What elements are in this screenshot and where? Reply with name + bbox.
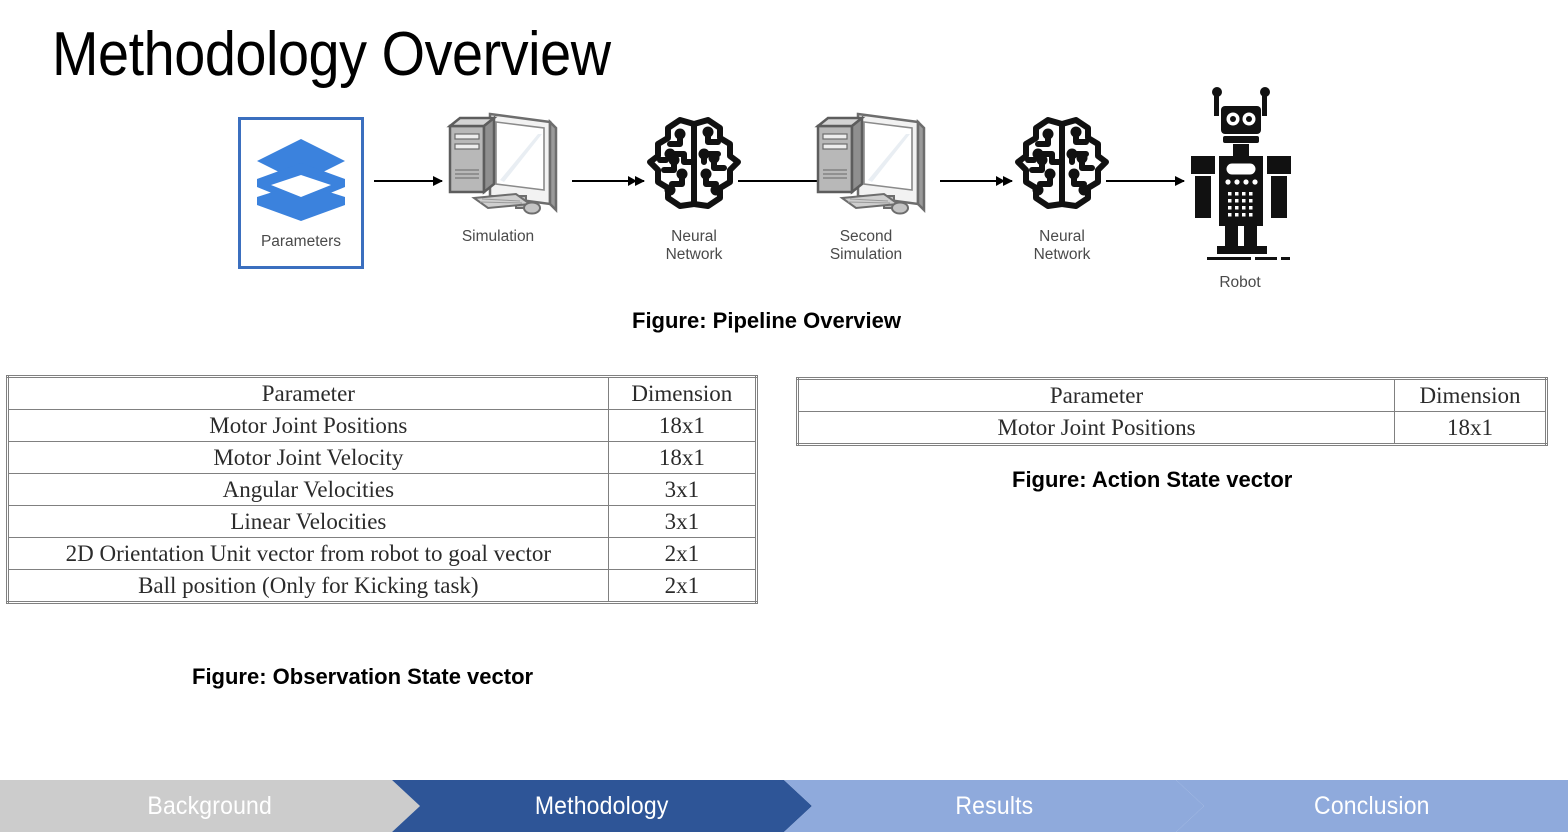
pipeline-stage-label: Neural Network xyxy=(665,228,723,263)
column-header-parameter: Parameter xyxy=(7,376,609,410)
pipeline-stage-neural-network-1: Neural Network xyxy=(626,104,762,264)
cell-dimension: 2x1 xyxy=(607,537,758,570)
table-row: 2D Orientation Unit vector from robot to… xyxy=(7,537,758,570)
table-row: Linear Velocities 3x1 xyxy=(7,505,758,538)
pipeline-arrow-5 xyxy=(1106,176,1185,186)
table-row: Ball position (Only for Kicking task) 2x… xyxy=(7,569,758,603)
cell-dimension: 3x1 xyxy=(607,473,758,506)
cell-dimension: 2x1 xyxy=(607,569,758,603)
nav-label: Background xyxy=(147,791,273,820)
cell-parameter: Motor Joint Positions xyxy=(7,409,609,442)
page-title: Methodology Overview xyxy=(52,20,611,89)
layers-icon xyxy=(253,135,349,223)
pipeline-stage-label: Simulation xyxy=(461,228,535,245)
pipeline-stage-robot: Robot xyxy=(1170,86,1310,292)
pipeline-diagram: Parameters xyxy=(230,87,1350,319)
action-table-caption: Figure: Action State vector xyxy=(1012,467,1293,492)
nav-chevron-conclusion[interactable]: Conclusion xyxy=(1176,780,1568,832)
table-header-row: Parameter Dimension xyxy=(796,378,1547,412)
table-header-row: Parameter Dimension xyxy=(7,376,758,410)
cell-dimension: 18x1 xyxy=(607,441,758,474)
pipeline-arrow-1 xyxy=(374,176,443,186)
pipeline-stage-simulation: Simulation xyxy=(426,104,570,246)
cell-dimension: 18x1 xyxy=(607,409,758,442)
pipeline-arrow-2 xyxy=(572,176,645,186)
cell-parameter: Ball position (Only for Kicking task) xyxy=(7,569,609,603)
column-header-dimension: Dimension xyxy=(607,376,758,410)
nav-chevron-results[interactable]: Results xyxy=(784,780,1204,832)
cell-parameter: Angular Velocities xyxy=(7,473,609,506)
pipeline-stage-second-simulation: Second Simulation xyxy=(794,104,938,264)
cell-dimension: 3x1 xyxy=(607,505,758,538)
pipeline-stage-label: Neural Network xyxy=(1033,228,1091,263)
pipeline-stage-label: Robot xyxy=(1219,274,1261,291)
section-navigation-bar: Background Methodology Results Conclusio… xyxy=(0,780,1568,832)
desktop-computer-icon xyxy=(426,104,570,224)
column-header-parameter: Parameter xyxy=(796,378,1396,412)
pipeline-stage-neural-network-2: Neural Network xyxy=(994,104,1130,264)
pipeline-stage-label: Parameters xyxy=(260,233,342,250)
robot-icon xyxy=(1170,86,1310,262)
nav-chevron-background[interactable]: Background xyxy=(0,780,420,832)
observation-table-caption: Figure: Observation State vector xyxy=(192,664,534,689)
cell-parameter: Motor Joint Velocity xyxy=(7,441,609,474)
desktop-computer-icon xyxy=(794,104,938,224)
table-row: Angular Velocities 3x1 xyxy=(7,473,758,506)
table-row: Motor Joint Velocity 18x1 xyxy=(7,441,758,474)
pipeline-stage-label: Second Simulation xyxy=(829,228,903,263)
pipeline-caption: Figure: Pipeline Overview xyxy=(632,308,901,333)
pipeline-arrow-4 xyxy=(940,176,1013,186)
nav-chevron-methodology[interactable]: Methodology xyxy=(392,780,812,832)
brain-circuit-icon xyxy=(994,104,1130,224)
observation-state-table: Parameter Dimension Motor Joint Position… xyxy=(6,375,758,604)
nav-label: Conclusion xyxy=(1314,791,1430,820)
nav-label: Methodology xyxy=(535,791,669,820)
table-row: Motor Joint Positions 18x1 xyxy=(7,409,758,442)
cell-parameter: 2D Orientation Unit vector from robot to… xyxy=(7,537,609,570)
column-header-dimension: Dimension xyxy=(1394,378,1547,412)
cell-parameter: Motor Joint Positions xyxy=(796,411,1396,445)
nav-label: Results xyxy=(955,791,1033,820)
table-row: Motor Joint Positions 18x1 xyxy=(796,411,1547,445)
brain-circuit-icon xyxy=(626,104,762,224)
cell-parameter: Linear Velocities xyxy=(7,505,609,538)
action-state-table: Parameter Dimension Motor Joint Position… xyxy=(796,377,1548,446)
cell-dimension: 18x1 xyxy=(1394,411,1547,445)
